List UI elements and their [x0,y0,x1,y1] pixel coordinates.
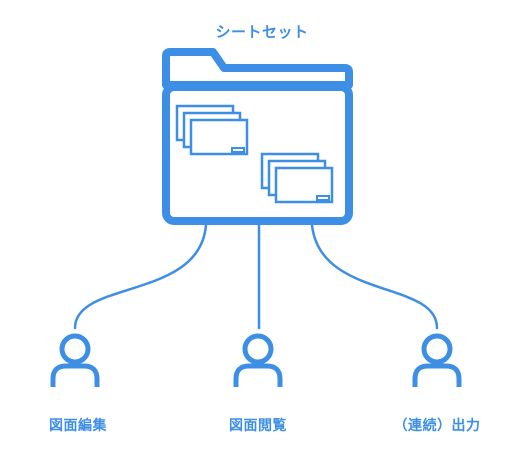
user-head [421,333,453,365]
sheet-stack-2 [260,152,334,204]
folder-back [162,48,353,89]
user-label-output: （連続）出力 [393,418,481,434]
user-label-view: 図面閲覧 [229,418,287,434]
user-body [412,363,462,387]
connector-lines [73,223,439,330]
user-icon-edit [50,333,100,387]
sheet-stack-1 [175,104,249,156]
sheet-title-block [231,147,245,153]
diagram-title: シートセット [215,23,309,41]
user-icon-view [233,333,283,387]
user-body [50,363,100,387]
user-body [233,363,283,387]
sheet-title-block [316,195,330,201]
user-head [242,333,274,365]
user-label-edit: 図面編集 [49,418,107,434]
user-icon-output [412,333,462,387]
connector-line-output [310,223,439,330]
connector-line-edit [73,223,208,330]
user-head [59,333,91,365]
